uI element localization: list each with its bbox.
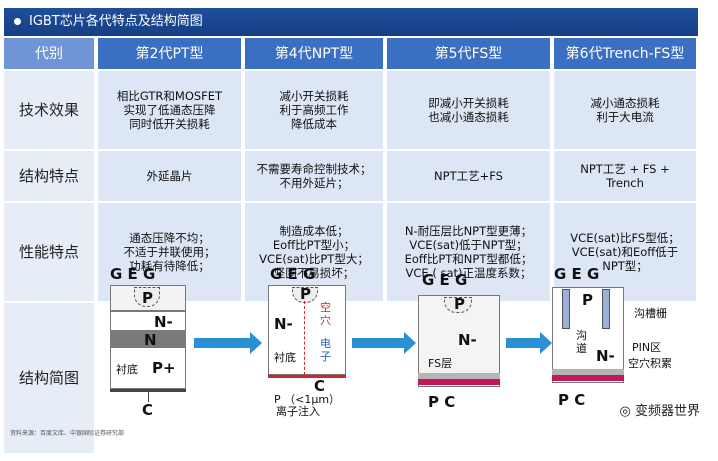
source-note: 资料来源：百度文库、中银国际证券研究部 bbox=[10, 430, 125, 437]
row-label: 结构简图 bbox=[4, 303, 96, 453]
table-cell: 外延晶片 bbox=[98, 151, 243, 201]
row-label: 技术效果 bbox=[4, 71, 96, 149]
table-cell: NPT工艺+FS bbox=[387, 151, 552, 201]
table-cell: 制造成本低；Eoff比PT型小；VCE(sat)比PT型大；坚固不易损坏； bbox=[245, 203, 385, 301]
table-cell: 通态压降不均；不适于并联使用；功耗有待降低； bbox=[98, 203, 243, 301]
table-cell: 减小通态损耗利于大电流 bbox=[554, 71, 698, 149]
table-row: 性能特点 通态压降不均；不适于并联使用；功耗有待降低； 制造成本低；Eoff比P… bbox=[4, 203, 698, 301]
table-cell: N-耐压层比NPT型更薄；VCE(sat)低于NPT型；Eoff比PT和NPT型… bbox=[387, 203, 552, 301]
table-row: 结构简图 bbox=[4, 303, 698, 453]
wechat-icon: ◎ bbox=[619, 404, 631, 419]
terminal-labels: G E G bbox=[110, 265, 156, 283]
table-row: 结构特点 外延晶片 不需要寿命控制技术；不用外延片； NPT工艺+FS NPT工… bbox=[4, 151, 698, 201]
table-cell: 不需要寿命控制技术；不用外延片； bbox=[245, 151, 385, 201]
header-cell: 第5代FS型 bbox=[387, 38, 552, 69]
npt-structure-diagram: G E G P N- 衬底 空穴 电子 C P （<1μm） 离子注入 bbox=[262, 265, 352, 420]
slide-title: IGBT芯片各代特点及结构简图 bbox=[29, 14, 203, 29]
bullet-icon bbox=[14, 17, 21, 25]
arrow-icon bbox=[506, 332, 552, 354]
trench-structure-diagram: G E G P 沟道 N- 沟槽栅 PIN区 空穴积累 P C bbox=[552, 265, 672, 409]
header-cell: 第6代Trench-FS型 bbox=[554, 38, 698, 69]
table-header-row: 代别 第2代PT型 第4代NPT型 第5代FS型 第6代Trench-FS型 bbox=[4, 38, 698, 69]
arrow-icon bbox=[352, 332, 416, 354]
arrow-icon bbox=[194, 332, 262, 354]
row-label: 结构特点 bbox=[4, 151, 96, 201]
header-cell: 代别 bbox=[4, 38, 96, 69]
slide-title-bar: IGBT芯片各代特点及结构简图 bbox=[4, 8, 698, 36]
header-cell: 第2代PT型 bbox=[98, 38, 243, 69]
header-cell: 第4代NPT型 bbox=[245, 38, 385, 69]
fs-structure-diagram: G E G P N- FS层 P C bbox=[414, 265, 504, 420]
table-cell: 即减小开关损耗也减小通态损耗 bbox=[387, 71, 552, 149]
watermark: ◎ 变频器世界 bbox=[619, 404, 701, 419]
row-label: 性能特点 bbox=[4, 203, 96, 301]
table-cell: NPT工艺 + FS +Trench bbox=[554, 151, 698, 201]
table-cell: 减小开关损耗利于高频工作降低成本 bbox=[245, 71, 385, 149]
pt-structure-diagram: G E G P 外延 N- N 衬底 P+ C bbox=[104, 265, 192, 420]
